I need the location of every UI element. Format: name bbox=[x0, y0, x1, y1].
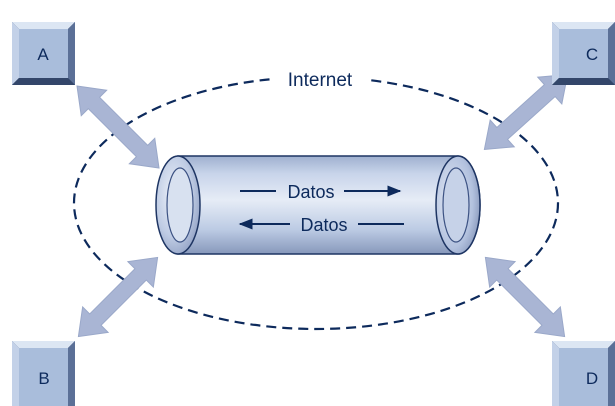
node-d: D bbox=[552, 341, 615, 406]
node-d-label: D bbox=[586, 369, 598, 388]
node-c-label: C bbox=[586, 45, 598, 64]
node-b: B bbox=[12, 341, 75, 406]
node-c: C bbox=[552, 22, 615, 85]
data-label-top: Datos bbox=[287, 182, 334, 202]
internet-label: Internet bbox=[288, 70, 353, 91]
node-b-label: B bbox=[38, 369, 49, 388]
data-label-bottom: Datos bbox=[300, 215, 347, 235]
node-a-label: A bbox=[37, 45, 49, 64]
link-arrow-b bbox=[77, 256, 159, 338]
link-arrow-a bbox=[76, 85, 160, 169]
link-arrow-d bbox=[484, 256, 566, 338]
tunnel-cylinder bbox=[155, 155, 481, 255]
internet-label-backing bbox=[270, 66, 370, 92]
node-a: A bbox=[12, 22, 75, 85]
